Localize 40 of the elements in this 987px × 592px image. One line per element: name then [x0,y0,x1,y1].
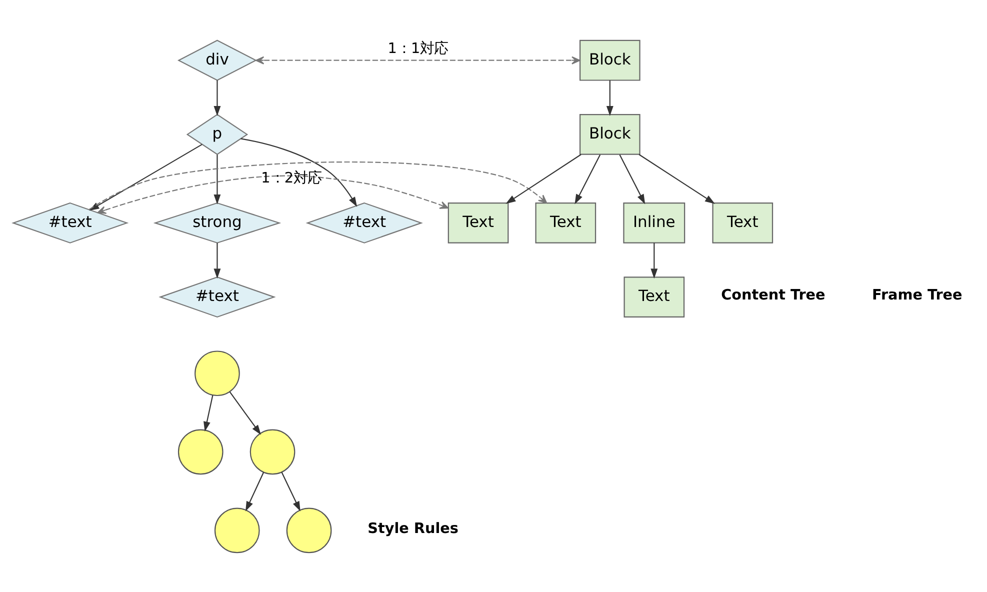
arrow [606,80,614,116]
arrow [245,472,264,511]
arrow [506,154,582,204]
node-diamond: div [177,39,257,80]
arrow [574,154,601,204]
node-box: Block [579,39,640,80]
arrow [88,161,548,210]
arrow [240,138,358,206]
label: Content Tree [721,287,826,304]
arrow [281,472,300,511]
node-box: Text [712,202,774,243]
arrow [255,56,580,64]
node-diamond: #text [306,202,423,243]
node-circle [250,428,296,474]
arrow [650,242,658,278]
node-box: Block [579,113,640,154]
arrow [214,80,221,116]
label: Style Rules [368,520,458,537]
node-diamond: strong [153,202,282,243]
edge-label: 1：1対応 [388,40,448,57]
node-box: Text [624,276,685,318]
node-box: Text [448,202,509,243]
label: Frame Tree [872,287,962,304]
node-box: Text [535,202,596,243]
node-diamond: #text [158,276,276,318]
node-diamond: p [186,113,248,155]
arrow [619,154,646,204]
edge-label: 1：2対応 [261,170,322,186]
node-box: Inline [623,202,686,243]
arrow [204,394,214,432]
node-circle [178,428,224,474]
arrow [229,390,262,434]
node-circle [194,350,240,396]
arrow [97,174,449,214]
arrow [214,242,221,278]
node-circle [286,507,332,553]
arrow [89,143,202,210]
arrow [214,154,221,204]
arrow [638,154,715,204]
node-circle [214,507,260,553]
